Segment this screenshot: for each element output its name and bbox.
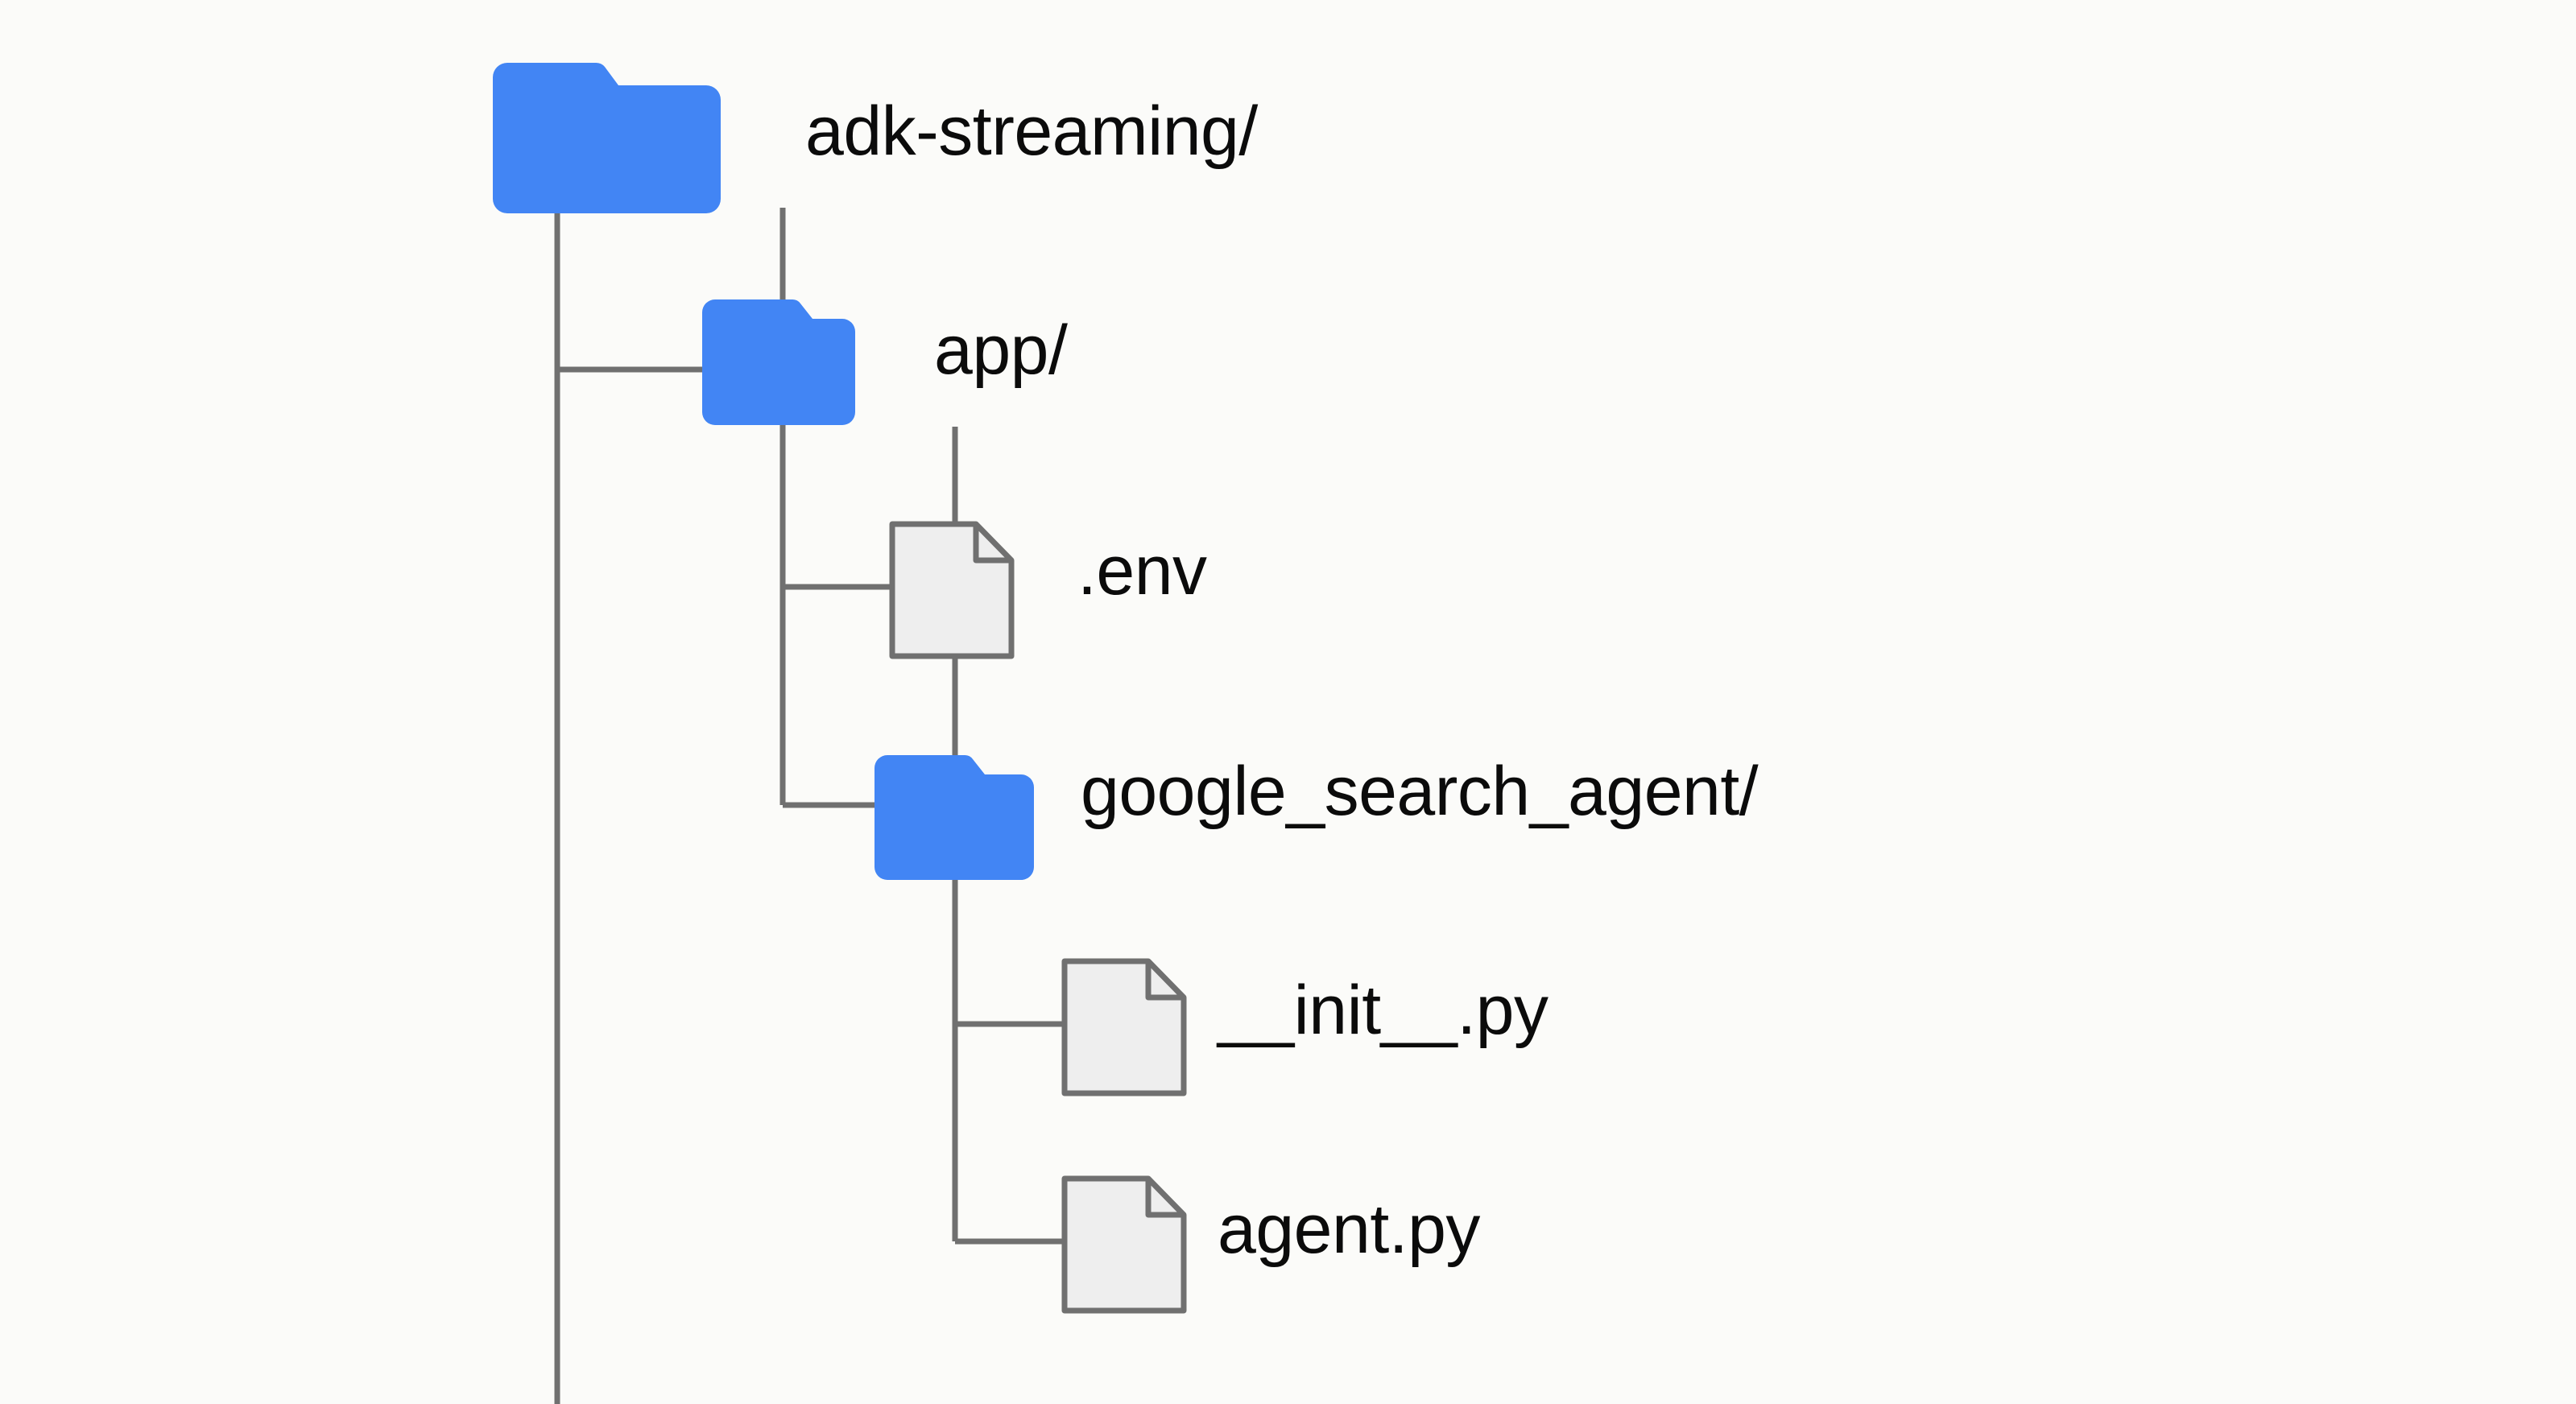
folder-icon[interactable] (493, 62, 721, 214)
connector-lines (554, 103, 1065, 1404)
tree-node-label-app[interactable]: app/ (934, 312, 1068, 389)
folder-icon[interactable] (875, 754, 1034, 880)
tree-node-label-adk-streaming[interactable]: adk-streaming/ (805, 93, 1258, 170)
file-icon[interactable] (1061, 958, 1187, 1096)
tree-node-label-google-search-agent[interactable]: google_search_agent/ (1081, 753, 1759, 830)
file-icon[interactable] (1061, 1175, 1187, 1314)
file-icon[interactable] (889, 521, 1015, 659)
folder-icon[interactable] (702, 299, 855, 425)
tree-node-label-agent-py[interactable]: agent.py (1218, 1191, 1480, 1268)
tree-node-label-env[interactable]: .env (1077, 532, 1207, 609)
tree-node-label-init-py[interactable]: __init__.py (1218, 972, 1548, 1049)
